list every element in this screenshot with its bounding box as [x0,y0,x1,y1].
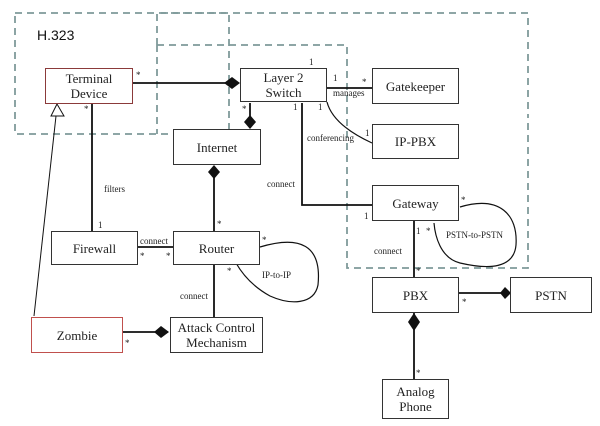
mult-pbx-gateway: * [416,266,421,276]
attack-control-mechanism-node[interactable]: Attack Control Mechanism [170,317,263,353]
label-connect-router-attack: connect [180,291,208,301]
analog-phone-node[interactable]: Analog Phone [382,379,449,419]
mult-router-loop-top: * [262,235,267,245]
label-manages: manages [333,88,365,98]
mult-switch-ippbx: 1 [318,102,323,112]
composition-diamond-icon [500,287,511,299]
mult-zombie: * [125,338,130,348]
gateway-node[interactable]: Gateway [372,185,459,221]
mult-ippbx: 1 [365,128,370,138]
edge-switch-ippbx [326,101,373,144]
composition-diamond-icon [154,326,169,338]
mult-switch-top: 1 [309,57,314,67]
h323-group-label: H.323 [37,27,75,43]
label-pstn-to-pstn: PSTN-to-PSTN [446,230,504,240]
pstn-node[interactable]: PSTN [510,277,592,313]
gatekeeper-node[interactable]: Gatekeeper [372,68,459,104]
edge-zombie-terminal [33,115,57,317]
terminal-device-node[interactable]: Terminal Device [45,68,133,104]
composition-diamond-icon [244,115,256,129]
ip-pbx-node[interactable]: IP-PBX [372,124,459,159]
mult-firewall-terminal: 1 [98,220,103,230]
h323-boundary-outer [156,12,529,118]
label-connect-switch-gateway: connect [267,179,295,189]
layer2-switch-node[interactable]: Layer 2 Switch [240,68,327,102]
pbx-node[interactable]: PBX [372,277,459,313]
mult-firewall-router: * [140,251,145,261]
label-connect-firewall-router: connect [140,236,168,246]
mult-router-firewall: * [166,251,171,261]
mult-gateway-pbx: 1 [416,226,421,236]
mult-gatekeeper: * [362,77,367,87]
mult-gateway-switch: 1 [364,211,369,221]
composition-diamond-icon [408,313,420,331]
firewall-node[interactable]: Firewall [51,231,138,265]
internet-node[interactable]: Internet [173,129,261,165]
mult-router-loop-bottom: * [227,266,232,276]
mult-switch-gateway: 1 [293,102,298,112]
generalization-arrow-icon [50,102,65,117]
label-filters: filters [104,184,125,194]
router-node[interactable]: Router [173,231,260,265]
edge-gateway-loop [433,202,517,268]
composition-diamond-icon [224,77,240,89]
label-conferencing: conferencing [307,133,354,143]
edge-router-loop [235,241,320,303]
mult-router-internet: * [217,219,222,229]
mult-switch-internet: * [242,104,247,114]
label-ip-to-ip: IP-to-IP [262,270,291,280]
mult-terminal-switch: * [136,70,141,80]
mult-terminal-firewall: * [84,104,89,114]
composition-diamond-icon [208,165,220,179]
mult-switch-gatekeeper: 1 [333,73,338,83]
mult-gateway-loop-bottom: * [426,226,431,236]
network-boundary-path [157,44,529,269]
zombie-node[interactable]: Zombie [31,317,123,353]
label-connect-gateway-pbx: connect [374,246,402,256]
edge-switch-gateway [301,103,372,206]
mult-gateway-loop-top: * [461,195,466,205]
mult-pbx-pstn: * [462,297,467,307]
mult-analog-phone: * [416,368,421,378]
